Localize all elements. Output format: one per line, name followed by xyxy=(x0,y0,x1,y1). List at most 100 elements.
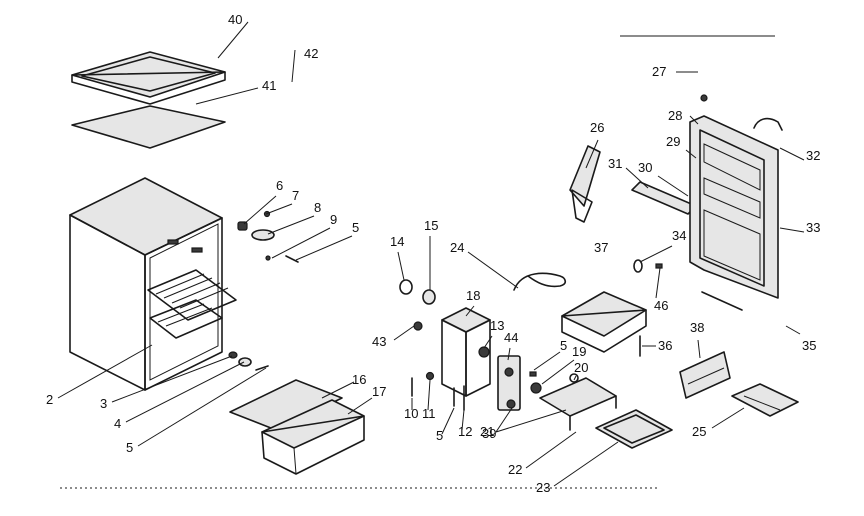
control-housing-part xyxy=(441,307,491,397)
gasket-strip-part xyxy=(701,291,743,311)
leader-line xyxy=(507,347,511,361)
leader-line xyxy=(295,235,353,261)
callout-label: 21 xyxy=(480,424,494,439)
callout-label: 2 xyxy=(46,392,53,407)
callout-label: 4 xyxy=(114,416,121,431)
thermostat-part xyxy=(478,346,521,411)
callout-label: 29 xyxy=(666,134,680,149)
callout-label: 3 xyxy=(100,396,107,411)
leader-line xyxy=(217,21,249,59)
callout-label: 26 xyxy=(590,120,604,135)
callout-label: 44 xyxy=(504,330,518,345)
leader-line xyxy=(573,375,577,381)
callout-label: 43 xyxy=(372,334,386,349)
leader-line xyxy=(57,344,153,399)
callout-label: 38 xyxy=(690,320,704,335)
callout-label: 8 xyxy=(314,200,321,215)
leader-line xyxy=(271,227,331,259)
leader-line xyxy=(689,115,699,125)
callout-label: 18 xyxy=(466,288,480,303)
leader-line xyxy=(625,167,649,189)
leader-line xyxy=(685,149,697,159)
leader-line xyxy=(347,397,373,415)
leader-line xyxy=(495,409,567,433)
callout-label: 15 xyxy=(424,218,438,233)
callout-label: 40 xyxy=(228,12,242,27)
leader-line xyxy=(265,203,293,215)
leader-line xyxy=(711,407,745,429)
leader-line xyxy=(111,355,233,403)
leader-line xyxy=(495,407,513,433)
leader-line xyxy=(441,407,455,435)
door-rail-part xyxy=(631,181,697,215)
leveling-leg-part xyxy=(228,351,269,371)
callout-label: 30 xyxy=(638,160,652,175)
evaporator-bracket-part xyxy=(539,377,617,431)
leader-line xyxy=(243,195,277,225)
leader-line xyxy=(321,381,355,399)
callout-label: 35 xyxy=(802,338,816,353)
callout-label: 10 xyxy=(404,406,418,421)
refrigerator-door-part xyxy=(689,94,779,299)
screws-part xyxy=(411,371,465,411)
leader-line xyxy=(291,49,296,83)
leader-line xyxy=(393,325,415,341)
leader-line xyxy=(427,379,431,411)
callout-label: 33 xyxy=(806,220,820,235)
callout-label: 14 xyxy=(390,234,404,249)
callout-label: 41 xyxy=(262,78,276,93)
leader-line xyxy=(657,175,689,197)
callout-label: 19 xyxy=(572,344,586,359)
callout-label: 32 xyxy=(806,148,820,163)
door-handle-part xyxy=(569,145,601,223)
callout-label: 20 xyxy=(574,360,588,375)
callout-label: 39 xyxy=(482,426,496,441)
leader-line xyxy=(267,215,315,235)
drip-tray-part xyxy=(71,105,226,149)
callout-label: 13 xyxy=(490,318,504,333)
freezer-shelf-part xyxy=(71,51,226,105)
callout-label: 12 xyxy=(458,424,472,439)
leader-line xyxy=(483,335,493,349)
callout-label: 7 xyxy=(292,188,299,203)
callout-label: 23 xyxy=(536,480,550,495)
door-shelf-part xyxy=(679,351,731,399)
callout-label: 25 xyxy=(692,424,706,439)
leader-line xyxy=(779,227,805,233)
callout-label: 27 xyxy=(652,64,666,79)
leader-line xyxy=(585,139,599,169)
callout-label: 5 xyxy=(352,220,359,235)
crisper-pan-part xyxy=(261,399,365,475)
callout-label: 6 xyxy=(276,178,283,193)
leader-line xyxy=(137,367,267,447)
leader-line xyxy=(655,267,661,299)
callout-label: 28 xyxy=(668,108,682,123)
callout-label: 11 xyxy=(422,406,436,421)
callout-label: 42 xyxy=(304,46,318,61)
drip-pan-part xyxy=(595,409,673,449)
leader-line xyxy=(125,361,245,423)
callout-label: 34 xyxy=(672,228,686,243)
leader-line xyxy=(461,409,465,431)
leader-line xyxy=(533,351,561,371)
leader-line xyxy=(397,251,405,281)
leader-line xyxy=(467,251,519,289)
bolt-part xyxy=(633,259,663,357)
leader-lines xyxy=(57,21,805,487)
callout-label: 5 xyxy=(436,428,443,443)
mounting-bracket-part xyxy=(561,291,647,353)
leader-line xyxy=(779,147,805,161)
callout-label: 9 xyxy=(330,212,337,227)
hinge-hardware-part xyxy=(237,210,299,263)
leader-line xyxy=(553,441,619,487)
leader-line xyxy=(465,305,475,317)
egg-tray-part xyxy=(731,383,799,417)
callout-label: 17 xyxy=(372,384,386,399)
drain-fitting-part xyxy=(529,371,579,394)
leader-line xyxy=(525,431,577,469)
callout-label: 5 xyxy=(126,440,133,455)
callout-label: 31 xyxy=(608,156,622,171)
crisper-cover-part xyxy=(229,379,343,431)
